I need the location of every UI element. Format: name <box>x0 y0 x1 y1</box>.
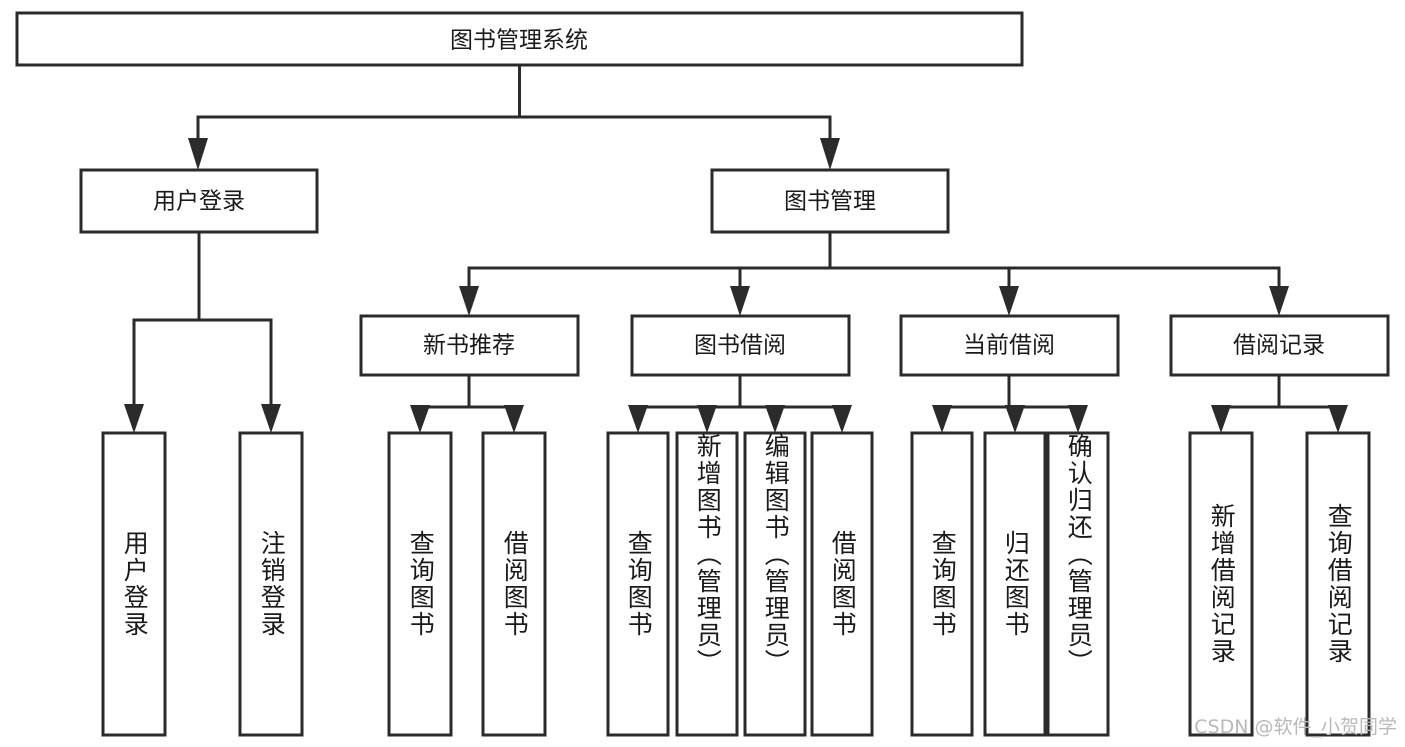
node-user-login-box[interactable] <box>79 168 319 234</box>
leaf-box-add-record[interactable] <box>1188 431 1254 737</box>
leaf-box-query-book-2[interactable] <box>606 431 670 737</box>
node-book-borrow[interactable]: 图书借阅 <box>630 314 851 377</box>
arrowhead-to-current-borrow <box>999 286 1019 316</box>
node-new-book-recommend-label: 新书推荐 <box>423 333 515 359</box>
csdn-watermark: CSDN @软件_小贺同学 <box>1194 716 1397 738</box>
node-current-borrow[interactable]: 当前借阅 <box>899 314 1120 377</box>
node-borrow-record[interactable]: 借阅记录 <box>1169 314 1390 377</box>
node-borrow-record-label: 借阅记录 <box>1233 333 1325 359</box>
leaf-box-query-book-1[interactable] <box>387 431 453 737</box>
arrowhead-leaf-confirm-return <box>1068 405 1088 433</box>
node-book-management[interactable]: 图书管理 <box>710 168 950 234</box>
node-new-book-recommend-box[interactable] <box>359 314 580 377</box>
arrowhead-to-user-login <box>188 138 208 170</box>
connector-group-current-borrow <box>932 373 1088 433</box>
arrowhead-leaf-query-book-3 <box>932 405 952 433</box>
node-current-borrow-box[interactable] <box>899 314 1120 377</box>
arrowhead-to-book-borrow <box>730 286 750 316</box>
arrowhead-to-new-book-rec <box>459 286 479 316</box>
node-user-login-label: 用户登录 <box>153 189 245 215</box>
arrowhead-leaf-edit-book <box>765 405 785 433</box>
leaf-box-return-book[interactable] <box>983 431 1047 737</box>
connector-group-book-mgmt <box>459 230 1289 316</box>
node-book-management-box[interactable] <box>710 168 950 234</box>
node-user-login[interactable]: 用户登录 <box>79 168 319 234</box>
arrowhead-to-borrow-record <box>1269 286 1289 316</box>
node-new-book-recommend[interactable]: 新书推荐 <box>359 314 580 377</box>
leaf-box-logout[interactable] <box>238 431 304 737</box>
connector-group-borrow-record <box>1211 373 1348 433</box>
arrowhead-leaf-add-book <box>697 405 717 433</box>
arrowhead-leaf-query-record <box>1328 405 1348 433</box>
leaf-box-confirm-return[interactable] <box>1046 431 1110 737</box>
node-book-borrow-box[interactable] <box>630 314 851 377</box>
node-book-borrow-label: 图书借阅 <box>694 333 786 359</box>
node-borrow-record-box[interactable] <box>1169 314 1390 377</box>
arrowhead-leaf-query-book-1 <box>410 405 430 433</box>
leaf-boxes <box>101 431 1371 737</box>
arrowhead-leaf-add-record <box>1211 405 1231 433</box>
leaf-box-borrow-book-2[interactable] <box>810 431 874 737</box>
connector-group-new-book-rec <box>410 373 524 433</box>
arrowhead-leaf-borrow-book-1 <box>504 405 524 433</box>
leaf-box-borrow-book-1[interactable] <box>481 431 547 737</box>
arrowhead-leaf-borrow-book-2 <box>832 405 852 433</box>
arrowhead-leaf-query-book-2 <box>628 405 648 433</box>
node-root-box[interactable] <box>15 11 1024 67</box>
node-current-borrow-label: 当前借阅 <box>963 333 1055 359</box>
node-root-label: 图书管理系统 <box>450 28 588 54</box>
leaf-box-query-record[interactable] <box>1305 431 1371 737</box>
arrowhead-leaf-user-login <box>124 404 144 433</box>
arrowhead-leaf-return-book <box>1005 405 1025 433</box>
connector-group-book-borrow <box>628 373 852 433</box>
connector-group-root <box>188 63 840 170</box>
node-book-management-label: 图书管理 <box>784 189 876 215</box>
leaf-box-add-book[interactable] <box>675 431 739 737</box>
arrowhead-to-book-mgmt <box>820 138 840 170</box>
leaf-box-edit-book[interactable] <box>743 431 807 737</box>
connector-group-user-login <box>124 230 281 433</box>
node-root[interactable]: 图书管理系统 <box>15 11 1024 67</box>
leaf-box-user-login[interactable] <box>101 431 167 737</box>
leaf-box-query-book-3[interactable] <box>910 431 974 737</box>
arrowhead-leaf-logout <box>261 404 281 433</box>
